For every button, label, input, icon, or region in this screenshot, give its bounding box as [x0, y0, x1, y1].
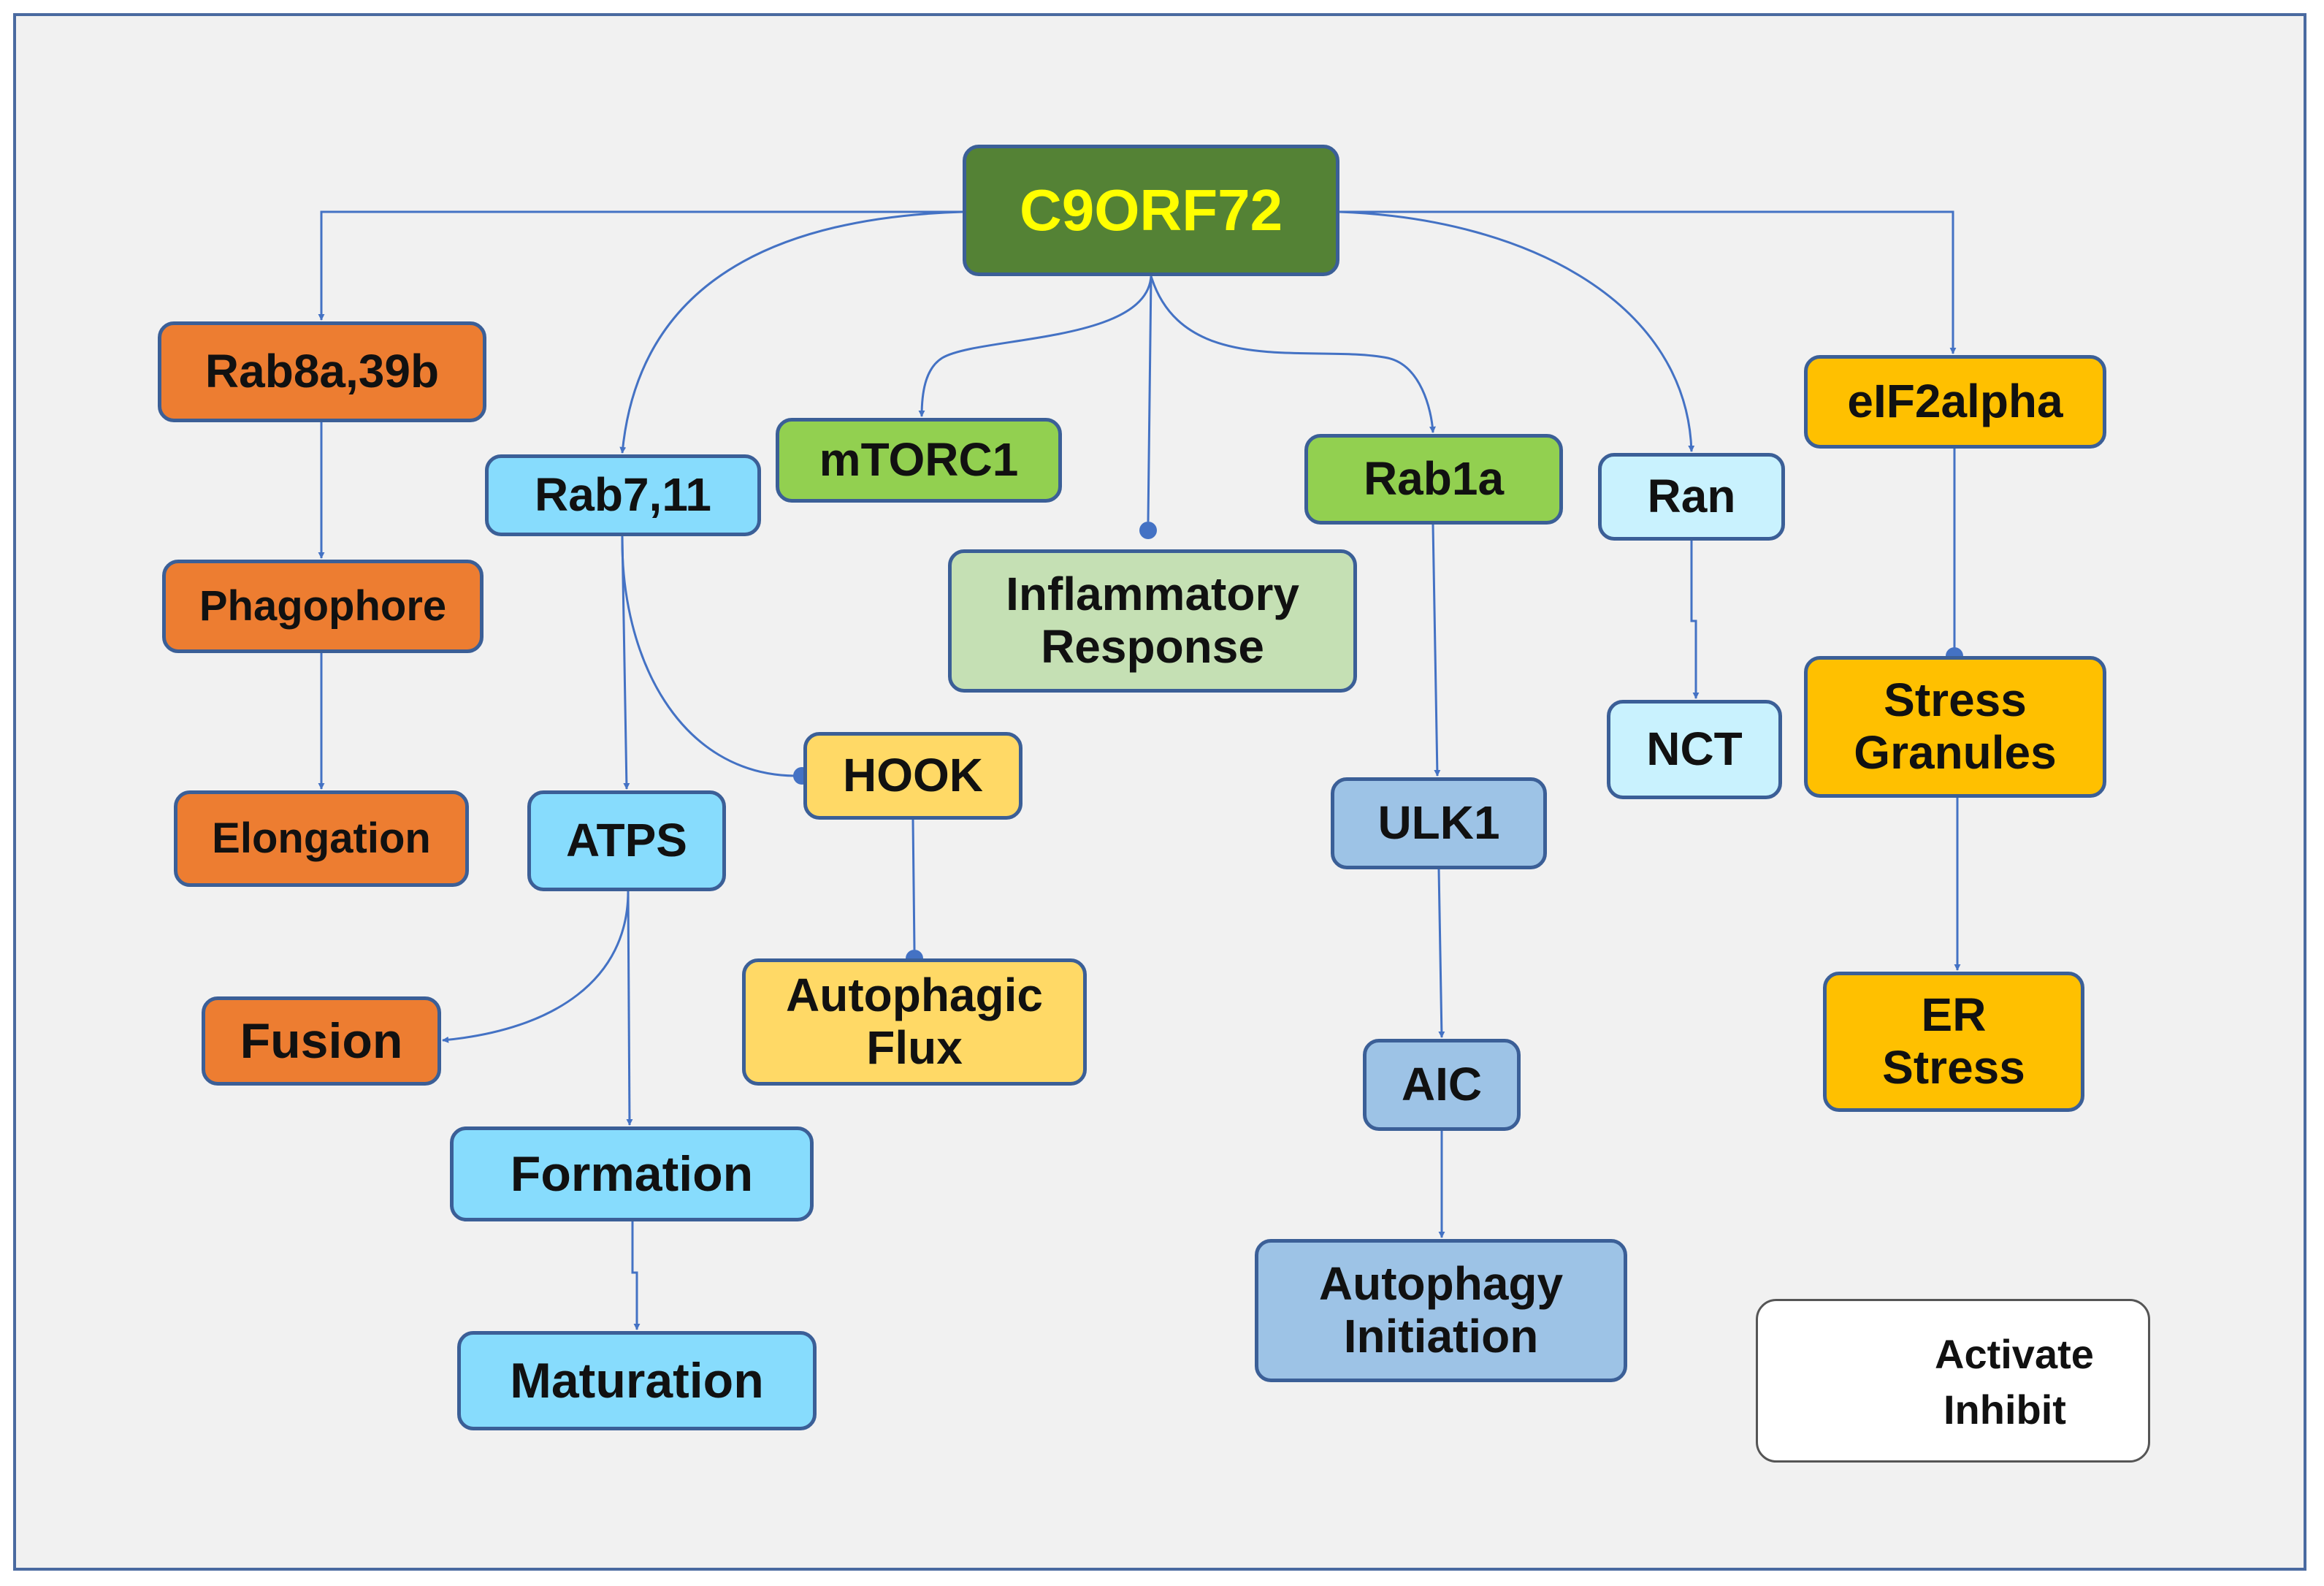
- edge-atps-to-formation: [626, 891, 633, 1126]
- node-c9orf72: C9ORF72: [963, 145, 1339, 276]
- edge-atps-to-fusion: [442, 891, 630, 1043]
- node-elongation-label: Elongation: [212, 814, 431, 862]
- node-fusion: Fusion: [202, 996, 441, 1086]
- node-autophagic-flux-label: Autophagic Flux: [786, 969, 1043, 1074]
- edge-rab1a-to-ulk1: [1432, 524, 1441, 777]
- node-er-stress: ER Stress: [1823, 972, 2084, 1112]
- node-atps-label: ATPS: [566, 814, 687, 867]
- node-fusion-label: Fusion: [240, 1013, 403, 1069]
- edge-rab7-11-to-hook: [621, 535, 795, 777]
- node-nct-label: NCT: [1646, 723, 1743, 776]
- node-inflammatory-response-label: Inflammatory Response: [1006, 568, 1299, 673]
- edge-c9orf72-to-rab8a-39b: [318, 210, 963, 321]
- node-stress-granules: Stress Granules: [1804, 656, 2106, 798]
- node-hook: HOOK: [803, 732, 1023, 820]
- node-rab8a-39b: Rab8a,39b: [158, 321, 486, 422]
- node-er-stress-label: ER Stress: [1882, 988, 2025, 1094]
- node-aic: AIC: [1363, 1039, 1521, 1131]
- legend-inhibit-label: Inhibit: [1943, 1387, 2066, 1433]
- inhibit-dot-inflammatory-response: [1139, 522, 1157, 539]
- edge-c9orf72-to-ran: [1339, 210, 1695, 452]
- node-phagophore: Phagophore: [162, 560, 483, 653]
- node-elongation: Elongation: [174, 790, 469, 887]
- legend-activate-label: Activate: [1935, 1331, 2094, 1377]
- node-eif2alpha: eIF2alpha: [1804, 355, 2106, 449]
- edge-formation-to-maturation: [631, 1221, 641, 1330]
- edge-c9orf72-to-rab1a: [1150, 275, 1436, 433]
- node-ran: Ran: [1598, 453, 1785, 541]
- edge-hook-to-autophagic-flux: [911, 819, 916, 950]
- node-formation: Formation: [450, 1126, 814, 1221]
- node-rab7-11: Rab7,11: [485, 454, 761, 536]
- node-mtorc1-label: mTORC1: [819, 433, 1019, 487]
- node-stress-granules-label: Stress Granules: [1854, 674, 2057, 779]
- node-ulk1: ULK1: [1331, 777, 1547, 869]
- node-ran-label: Ran: [1647, 470, 1736, 523]
- node-hook-label: HOOK: [843, 749, 983, 802]
- node-rab1a: Rab1a: [1304, 434, 1563, 525]
- edge-ran-to-nct: [1690, 541, 1700, 699]
- node-maturation-label: Maturation: [510, 1352, 764, 1408]
- edge-c9orf72-to-inflammatory-response: [1147, 275, 1153, 522]
- legend: Activate Inhibit: [1756, 1299, 2150, 1463]
- node-phagophore-label: Phagophore: [199, 582, 447, 630]
- node-rab1a-label: Rab1a: [1363, 452, 1505, 506]
- node-c9orf72-label: C9ORF72: [1019, 178, 1283, 243]
- node-autophagy-initiation-label: Autophagy Initiation: [1318, 1257, 1564, 1362]
- node-rab7-11-label: Rab7,11: [535, 468, 711, 522]
- edge-ulk1-to-aic: [1437, 869, 1445, 1038]
- node-formation-label: Formation: [510, 1145, 754, 1202]
- edge-rab7-11-to-atps: [621, 535, 630, 790]
- node-aic-label: AIC: [1401, 1058, 1483, 1111]
- node-autophagic-flux: Autophagic Flux: [742, 958, 1087, 1086]
- edge-c9orf72-to-mtorc1: [918, 275, 1153, 417]
- node-nct: NCT: [1607, 700, 1782, 799]
- node-autophagy-initiation: Autophagy Initiation: [1255, 1239, 1627, 1382]
- node-mtorc1: mTORC1: [776, 418, 1062, 503]
- node-eif2alpha-label: eIF2alpha: [1847, 375, 2063, 428]
- node-inflammatory-response: Inflammatory Response: [948, 549, 1357, 693]
- edge-c9orf72-to-eif2alpha: [1339, 210, 1957, 354]
- edge-c9orf72-to-rab7-11: [619, 210, 963, 454]
- node-atps: ATPS: [527, 790, 726, 891]
- node-ulk1-label: ULK1: [1377, 796, 1500, 850]
- node-rab8a-39b-label: Rab8a,39b: [205, 345, 440, 398]
- node-maturation: Maturation: [457, 1331, 817, 1430]
